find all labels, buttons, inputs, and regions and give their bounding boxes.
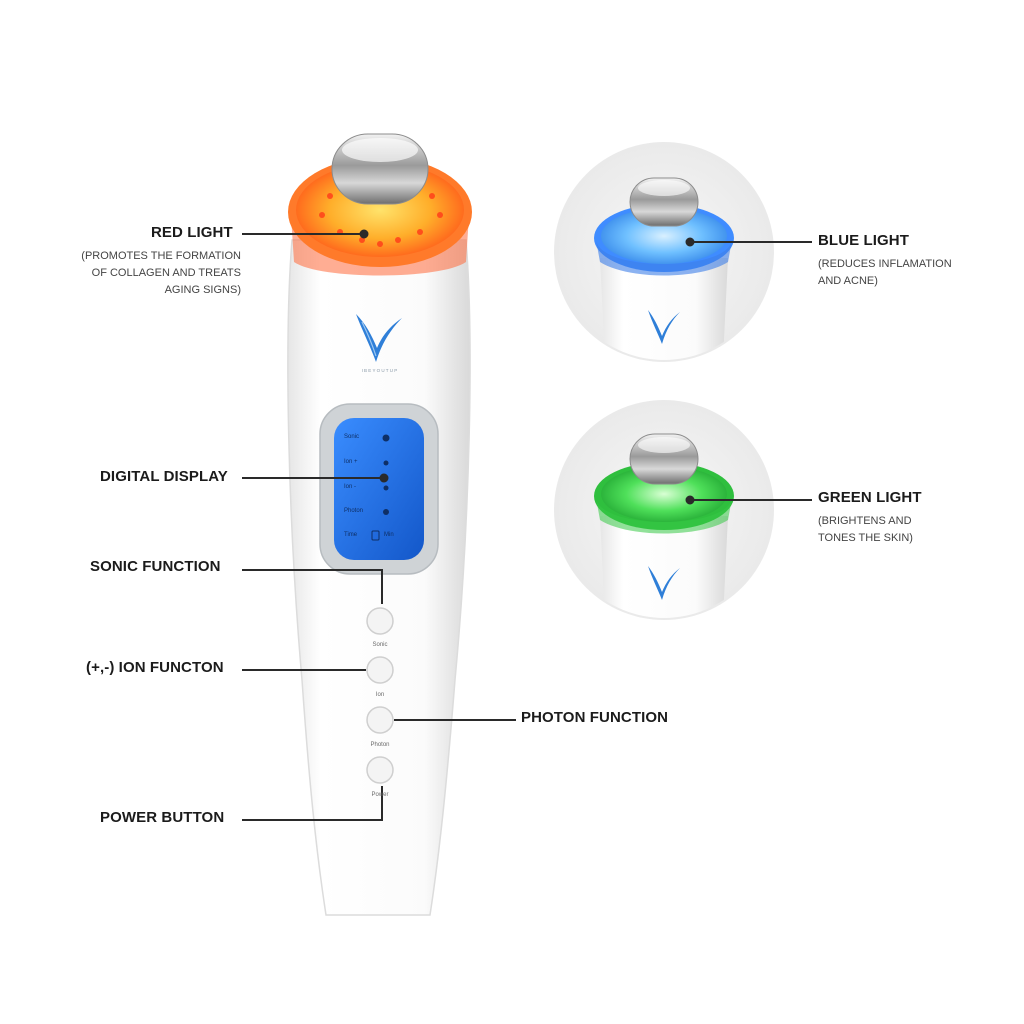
photon-function-title: PHOTON FUNCTION bbox=[521, 709, 669, 726]
button-sonic[interactable] bbox=[366, 607, 394, 635]
metal-electrode-highlight bbox=[342, 138, 418, 162]
blue-light-inset bbox=[554, 142, 774, 362]
ion-function-title: (+,-) ION FUNCTON bbox=[86, 659, 224, 676]
green-light-description: (BRIGHTENS AND TONES THE SKIN) bbox=[818, 515, 913, 544]
button-label-photon: Photon bbox=[370, 742, 390, 748]
red-light-title: RED LIGHT bbox=[151, 224, 233, 241]
sonic-function-title: SONIC FUNCTION bbox=[90, 558, 221, 575]
button-label-power: Power bbox=[371, 792, 389, 798]
blue-light-description: (REDUCES INFLAMATION AND ACNE) bbox=[818, 258, 952, 287]
digital-display-title: DIGITAL DISPLAY bbox=[100, 468, 228, 485]
device-body bbox=[287, 239, 471, 916]
display-row-time: Time bbox=[344, 532, 358, 538]
display-row-sonic: Sonic bbox=[344, 434, 360, 440]
device-main bbox=[287, 133, 472, 916]
button-power[interactable] bbox=[366, 756, 394, 784]
button-label-ion: Ion bbox=[375, 692, 385, 698]
display-row-time-unit: Min bbox=[384, 532, 394, 538]
green-light-title: GREEN LIGHT bbox=[818, 489, 922, 506]
button-ion[interactable] bbox=[366, 656, 394, 684]
green-light-inset bbox=[554, 400, 774, 620]
brand-logo bbox=[356, 314, 402, 362]
blue-light-title: BLUE LIGHT bbox=[818, 232, 909, 249]
display-row-photon: Photon bbox=[344, 508, 364, 514]
digital-display-screen bbox=[334, 418, 424, 560]
display-row-ion-minus: Ion - bbox=[344, 484, 357, 490]
device-brand-text: IBEYOUTUP bbox=[361, 368, 399, 373]
leader-power-button bbox=[242, 786, 383, 821]
button-photon[interactable] bbox=[366, 706, 394, 734]
red-light-description: (PROMOTES THE FORMATION OF COLLAGEN AND … bbox=[81, 250, 241, 296]
leader-lines bbox=[242, 229, 812, 821]
display-row-ion-plus: Ion + bbox=[344, 459, 358, 465]
leader-sonic-function bbox=[242, 569, 383, 604]
display-indicator-icons bbox=[371, 434, 390, 541]
button-label-sonic: Sonic bbox=[372, 642, 388, 648]
power-button-title: POWER BUTTON bbox=[100, 809, 225, 826]
